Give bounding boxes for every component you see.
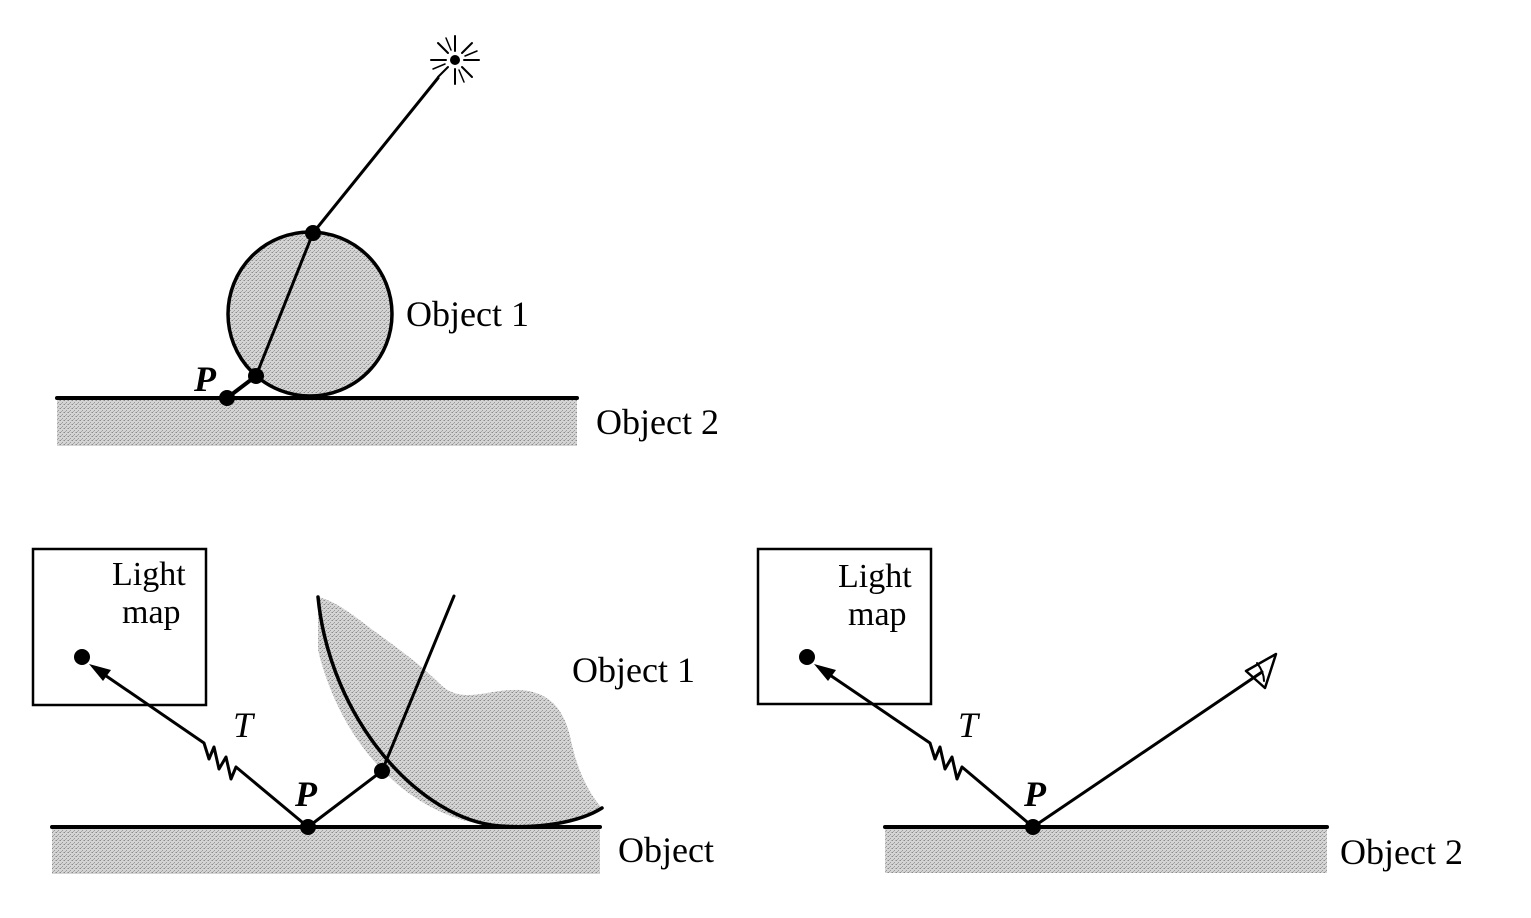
br-t-label: T: [958, 705, 981, 745]
bl-ground-object: [52, 827, 600, 874]
top-ray-to-light: [311, 76, 440, 235]
top-panel: P Object 1 Object 2: [55, 35, 719, 446]
bl-lightmap-box: [31, 547, 208, 707]
top-object1-label: Object 1: [406, 294, 529, 334]
bl-point-label: P: [294, 774, 318, 814]
top-ground-object2: [57, 398, 577, 446]
bl-ray-exit: [380, 594, 456, 773]
br-lightmap-label-line2: map: [848, 596, 907, 633]
br-lightmap-box: [756, 547, 933, 706]
top-ray-through-sphere: [254, 231, 315, 378]
br-transform-arrow: [819, 667, 1035, 829]
bl-arrowhead-icon: [89, 664, 111, 681]
light-source-icon: [430, 35, 480, 85]
bl-lightmap-point: [74, 649, 90, 665]
bl-object1-label: Object 1: [572, 650, 695, 690]
br-point-label: P: [1023, 774, 1047, 814]
br-view-ray: [1031, 670, 1264, 829]
bottom-right-panel: Light map T P Object 2: [756, 547, 1463, 873]
top-intersection-far: [305, 225, 321, 241]
br-arrowhead-icon: [814, 664, 836, 681]
top-object2-label: Object 2: [596, 402, 719, 442]
br-ground-object2: [885, 827, 1327, 873]
eye-icon: [1244, 652, 1278, 690]
bl-t-label: T: [233, 705, 256, 745]
bl-lightmap-label-line2: map: [122, 594, 181, 631]
top-point-p: [219, 390, 235, 406]
bl-transform-arrow: [94, 667, 310, 829]
bl-intersection-point: [374, 763, 390, 779]
top-intersection-near: [248, 368, 264, 384]
bl-lightmap-label-line1: Light: [112, 556, 186, 593]
br-lightmap-label-line1: Light: [838, 558, 912, 595]
bl-blob-curved-edge: [316, 595, 604, 829]
bl-point-p: [300, 819, 316, 835]
br-lightmap-point: [799, 649, 815, 665]
bottom-left-panel: Light map T P Object 1 Object: [31, 547, 714, 874]
br-object2-label: Object 2: [1340, 832, 1463, 872]
top-point-label: P: [193, 359, 217, 399]
bl-shadow-ray: [306, 769, 384, 829]
br-point-p: [1025, 819, 1041, 835]
bl-object-label: Object: [618, 830, 714, 870]
bl-blob-object1: [318, 597, 602, 828]
